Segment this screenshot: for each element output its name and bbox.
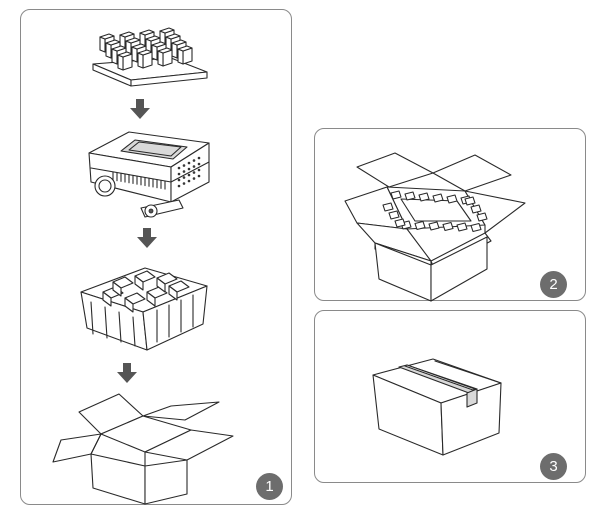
step-1-panel: 1 bbox=[20, 9, 292, 505]
mixer-unit-icon bbox=[88, 131, 210, 218]
down-arrow-icon bbox=[130, 99, 150, 119]
step-1-illustration bbox=[52, 27, 234, 505]
down-arrow-icon bbox=[137, 228, 157, 248]
step-3-illustration bbox=[372, 358, 502, 456]
open-box-icon bbox=[52, 393, 234, 505]
step-2-illustration bbox=[344, 152, 526, 302]
step-number-badge: 2 bbox=[540, 271, 567, 298]
step-number-badge: 3 bbox=[540, 453, 567, 480]
sealed-box-icon bbox=[372, 358, 502, 456]
step-3-panel: 3 bbox=[314, 310, 586, 483]
packed-open-box-icon bbox=[344, 152, 526, 302]
step-2-panel: 2 bbox=[314, 128, 586, 302]
packaging-tray-icon bbox=[80, 267, 208, 351]
down-arrow-icon bbox=[117, 363, 137, 383]
step-number-badge: 1 bbox=[256, 473, 283, 500]
foam-insert-icon bbox=[92, 27, 208, 87]
